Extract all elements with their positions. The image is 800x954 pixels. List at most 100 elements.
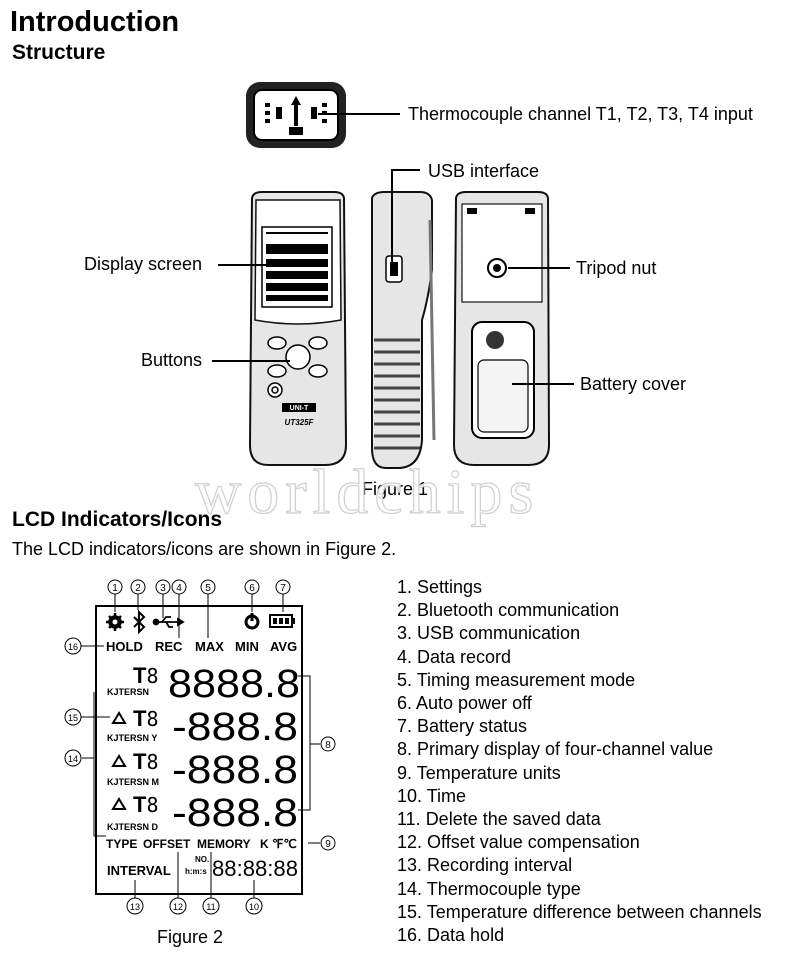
section-title: LCD Indicators/Icons	[12, 508, 223, 531]
lcd-row2-type: KJTERSN Y	[107, 733, 157, 743]
lcd-row3-type: KJTERSN M	[107, 777, 159, 787]
list-item: 15. Temperature difference between chann…	[397, 901, 762, 922]
lcd-legend-list: 1. Settings 2. Bluetooth communication 3…	[397, 576, 762, 947]
label-tripod-nut: Tripod nut	[576, 258, 657, 278]
callout-1: 1	[107, 579, 123, 595]
device-side-view	[371, 191, 436, 469]
lcd-time: 88:88:88	[212, 856, 298, 881]
delta-icon	[111, 754, 127, 767]
lcd-row3-digits: -888.8	[172, 748, 298, 792]
lcd-row4-type: KJTERSN D	[107, 822, 159, 832]
list-item: 2. Bluetooth communication	[397, 600, 620, 621]
callout-14: 14	[64, 749, 82, 767]
section-text: The LCD indicators/icons are shown in Fi…	[12, 539, 397, 559]
svg-text:8: 8	[325, 740, 331, 751]
lcd-row3-t: T8	[133, 749, 159, 774]
lcd-max: MAX	[195, 639, 224, 654]
lcd-row2-digits: -888.8	[172, 705, 298, 749]
list-item: 6. Auto power off	[397, 693, 532, 714]
device-front-view: UNI-T UT325F	[248, 191, 348, 466]
callout-4: 4	[171, 579, 187, 595]
callout-6: 6	[244, 579, 260, 595]
lcd-offset: OFFSET	[143, 837, 191, 851]
svg-text:12: 12	[173, 902, 183, 912]
lcd-avg: AVG	[270, 639, 297, 654]
figure2-lcd-diagram: HOLD REC MAX MIN AVG T8 8888.8 KJTERSN T…	[64, 579, 336, 915]
svg-text:7: 7	[280, 583, 286, 594]
svg-text:5: 5	[205, 583, 211, 594]
device-brand: UNI-T	[290, 405, 309, 412]
callout-7: 7	[275, 579, 291, 595]
list-item: 12. Offset value compensation	[397, 832, 640, 853]
label-battery-cover: Battery cover	[580, 374, 687, 394]
delta-icon	[111, 711, 127, 724]
list-item: 3. USB communication	[397, 623, 581, 644]
list-item: 13. Recording interval	[397, 855, 573, 876]
svg-text:1: 1	[112, 583, 118, 594]
figure1-device-drawing: UNI-T UT325F	[212, 82, 574, 469]
callout-3: 3	[155, 579, 171, 595]
list-item: 10. Time	[397, 785, 467, 806]
lcd-interval: INTERVAL	[107, 863, 171, 878]
callout-13: 13	[126, 897, 144, 915]
lcd-row1-type: KJTERSN	[107, 687, 149, 697]
list-item: 4. Data record	[397, 646, 512, 667]
list-item: 8. Primary display of four-channel value	[397, 739, 714, 760]
lcd-row1-digits: 8888.8	[168, 662, 300, 706]
lcd-frame	[95, 605, 303, 895]
callout-16: 16	[64, 637, 82, 655]
lcd-units: K ℉℃	[260, 837, 297, 851]
svg-text:4: 4	[176, 583, 182, 594]
lcd-hold: HOLD	[106, 639, 143, 654]
svg-text:6: 6	[249, 583, 255, 594]
lcd-row4-t: T8	[133, 792, 159, 817]
lcd-row4-digits: -888.8	[172, 791, 298, 835]
callout-9: 9	[320, 835, 336, 851]
list-item: 5. Timing measurement mode	[397, 669, 636, 690]
page-subtitle: Structure	[12, 41, 106, 64]
device-top-view	[246, 82, 346, 148]
lcd-memory: MEMORY	[197, 837, 251, 851]
list-item: 1. Settings	[397, 577, 483, 597]
callout-numbers: 1 2 3 4 5 6 7 8 9 10 11 12 13 14 15 16	[64, 579, 336, 915]
svg-text:11: 11	[206, 902, 215, 912]
lcd-hms: h:m:s	[185, 867, 207, 876]
device-back-view	[452, 191, 551, 466]
callout-12: 12	[169, 897, 187, 915]
settings-icon	[106, 613, 124, 631]
callout-5: 5	[200, 579, 216, 595]
page-title: Introduction	[10, 6, 180, 38]
lcd-min: MIN	[235, 639, 259, 654]
figure1-caption: Figure 1	[362, 479, 429, 499]
list-item: 7. Battery status	[397, 716, 528, 737]
device-model: UT325F	[285, 418, 315, 427]
lcd-rec: REC	[155, 639, 183, 654]
svg-text:13: 13	[130, 902, 140, 912]
label-thermocouple-input: Thermocouple channel T1, T2, T3, T4 inpu…	[408, 104, 753, 124]
callout-2: 2	[130, 579, 146, 595]
svg-text:16: 16	[68, 642, 78, 652]
list-item: 14. Thermocouple type	[397, 878, 581, 899]
figure1-leader-lines	[212, 113, 574, 385]
label-display-screen: Display screen	[84, 254, 203, 274]
svg-text:14: 14	[68, 754, 78, 764]
lcd-no: NO.	[195, 855, 209, 864]
svg-text:15: 15	[68, 713, 78, 723]
bluetooth-icon	[133, 609, 146, 635]
svg-text:3: 3	[160, 583, 166, 594]
callout-10: 10	[245, 897, 263, 915]
svg-text:10: 10	[249, 902, 259, 912]
lcd-type: TYPE	[106, 837, 137, 851]
delta-icon	[111, 797, 127, 810]
callout-11: 11	[202, 897, 220, 915]
label-usb-interface: USB interface	[428, 161, 540, 181]
figure2-caption: Figure 2	[157, 927, 224, 947]
list-item: 11. Delete the saved data	[397, 809, 601, 830]
callout-15: 15	[64, 708, 82, 726]
label-buttons: Buttons	[141, 350, 203, 370]
list-item: 16. Data hold	[397, 925, 505, 946]
lcd-row2-t: T8	[133, 706, 159, 731]
lcd-row1-t: T8	[133, 663, 159, 688]
auto-power-off-icon	[244, 613, 260, 630]
battery-icon	[269, 614, 295, 628]
